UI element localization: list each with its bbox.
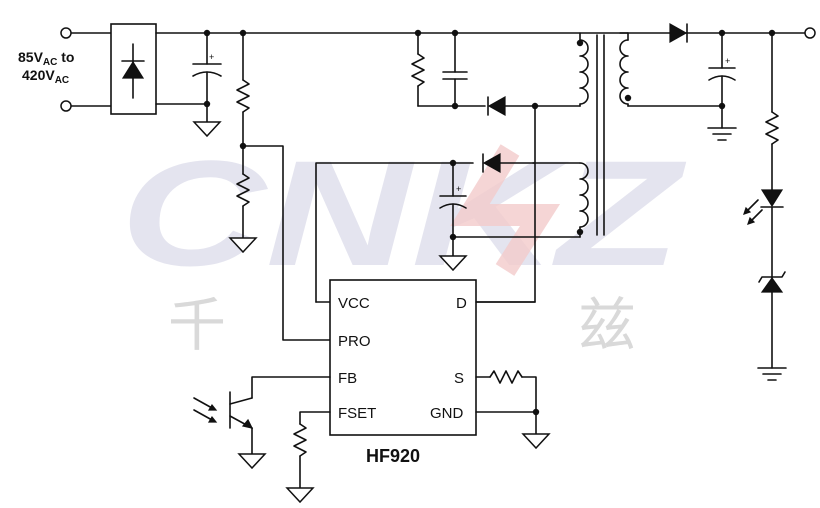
- svg-text:+: +: [725, 56, 730, 66]
- watermark-accent-stroke: [450, 144, 561, 276]
- watermark-char-3: 兹: [578, 293, 636, 358]
- ground-icon: [707, 127, 737, 141]
- svg-text:+: +: [456, 184, 461, 194]
- pin-pro: PRO: [338, 333, 371, 350]
- output-terminal: [804, 27, 816, 39]
- watermark-logo: CNKZ: [120, 129, 687, 297]
- input-stage: [60, 23, 806, 115]
- ground-icon: [757, 367, 787, 381]
- sense-resistor-icon: [489, 370, 523, 384]
- rcd-snubber: [411, 29, 581, 303]
- ic-name: HF920: [366, 446, 420, 466]
- pin-d: D: [456, 295, 467, 312]
- resistor-icon: [411, 53, 425, 87]
- ground-icon: [237, 453, 267, 470]
- pro-divider: [228, 29, 331, 341]
- led-icon: [760, 189, 784, 208]
- ground-icon: [438, 255, 468, 272]
- resistor-icon: [765, 111, 779, 145]
- fset-resistor-icon: [293, 423, 307, 457]
- input-terminal-top: [60, 27, 72, 39]
- watermark: CNKZ 千 赫 兹: [120, 129, 687, 358]
- ground-icon: [521, 433, 551, 450]
- ground-icon: [285, 487, 315, 504]
- bulk-capacitor: +: [192, 29, 222, 138]
- ground-icon: [228, 237, 258, 254]
- diode-icon: [487, 95, 506, 117]
- sense-network: [475, 370, 551, 450]
- output-stage: +: [627, 22, 816, 381]
- resistor-icon: [236, 79, 250, 113]
- pin-fset: FSET: [338, 405, 376, 422]
- resistor-icon: [236, 173, 250, 207]
- aux-supply: +: [315, 152, 581, 303]
- output-diode-icon: [669, 22, 688, 44]
- pin-fb: FB: [338, 370, 357, 387]
- input-terminal-bottom: [60, 100, 72, 112]
- ic-body: [329, 279, 477, 436]
- hf920-ic: VCC D PRO FB S FSET GND HF920: [329, 279, 536, 466]
- watermark-char-1: 千: [168, 293, 226, 358]
- bridge-diode-icon: [121, 60, 145, 79]
- input-voltage-label-top: 85VAC to: [18, 49, 74, 68]
- transformer: [532, 32, 632, 238]
- pin-vcc: VCC: [338, 295, 370, 312]
- fset-network: [285, 411, 331, 504]
- ground-icon: [192, 121, 222, 138]
- pin-gnd: GND: [430, 405, 464, 422]
- optocoupler-transistor: [193, 376, 331, 470]
- pin-s: S: [454, 370, 464, 387]
- zener-diode-icon: [760, 276, 784, 293]
- input-voltage-label-bottom: 420VAC: [22, 67, 69, 86]
- svg-text:+: +: [209, 52, 214, 62]
